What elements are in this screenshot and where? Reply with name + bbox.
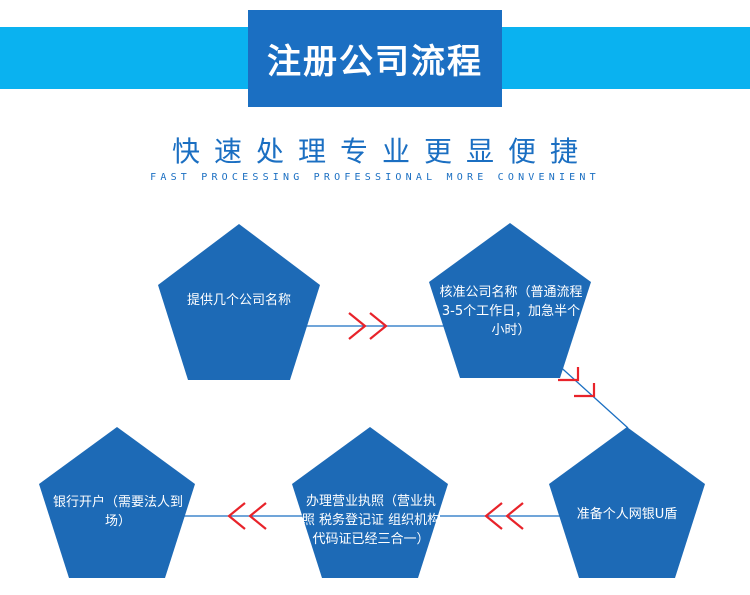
subtitle: 快速处理专业更显便捷 <box>171 135 592 168</box>
step-1-label: 提供几个公司名称 <box>186 292 291 308</box>
arrow-right-icon <box>369 312 388 340</box>
step-2-label: 核准公司名称（普通流程3-5个工作日，加急半个小时） <box>439 284 583 338</box>
arrow-left-icon <box>227 502 246 530</box>
banner-title-box: 注册公司流程 <box>248 10 502 107</box>
arrow-left-icon <box>484 502 503 530</box>
arrow-down-right-icon <box>558 367 580 382</box>
step-3-label: 准备个人网银U盾 <box>576 506 678 522</box>
arrow-left-icon <box>248 502 267 530</box>
step-2-pentagon <box>429 223 591 378</box>
step-4-pentagon <box>292 427 448 578</box>
step-4-label: 办理营业执照（营业执照 税务登记证 组织机构代码证已经三合一） <box>301 493 441 547</box>
step-1-pentagon <box>158 224 320 380</box>
step-5-label: 银行开户（需要法人到场） <box>52 495 183 529</box>
subtitle-english: FAST PROCESSING PROFESSIONAL MORE CONVEN… <box>150 172 600 183</box>
arrow-right-icon <box>348 312 367 340</box>
arrow-left-icon <box>505 502 524 530</box>
step-3-pentagon <box>549 427 705 578</box>
arrow-down-right-icon <box>574 383 596 398</box>
page-title: 注册公司流程 <box>267 42 483 82</box>
step-5-pentagon <box>39 427 195 578</box>
